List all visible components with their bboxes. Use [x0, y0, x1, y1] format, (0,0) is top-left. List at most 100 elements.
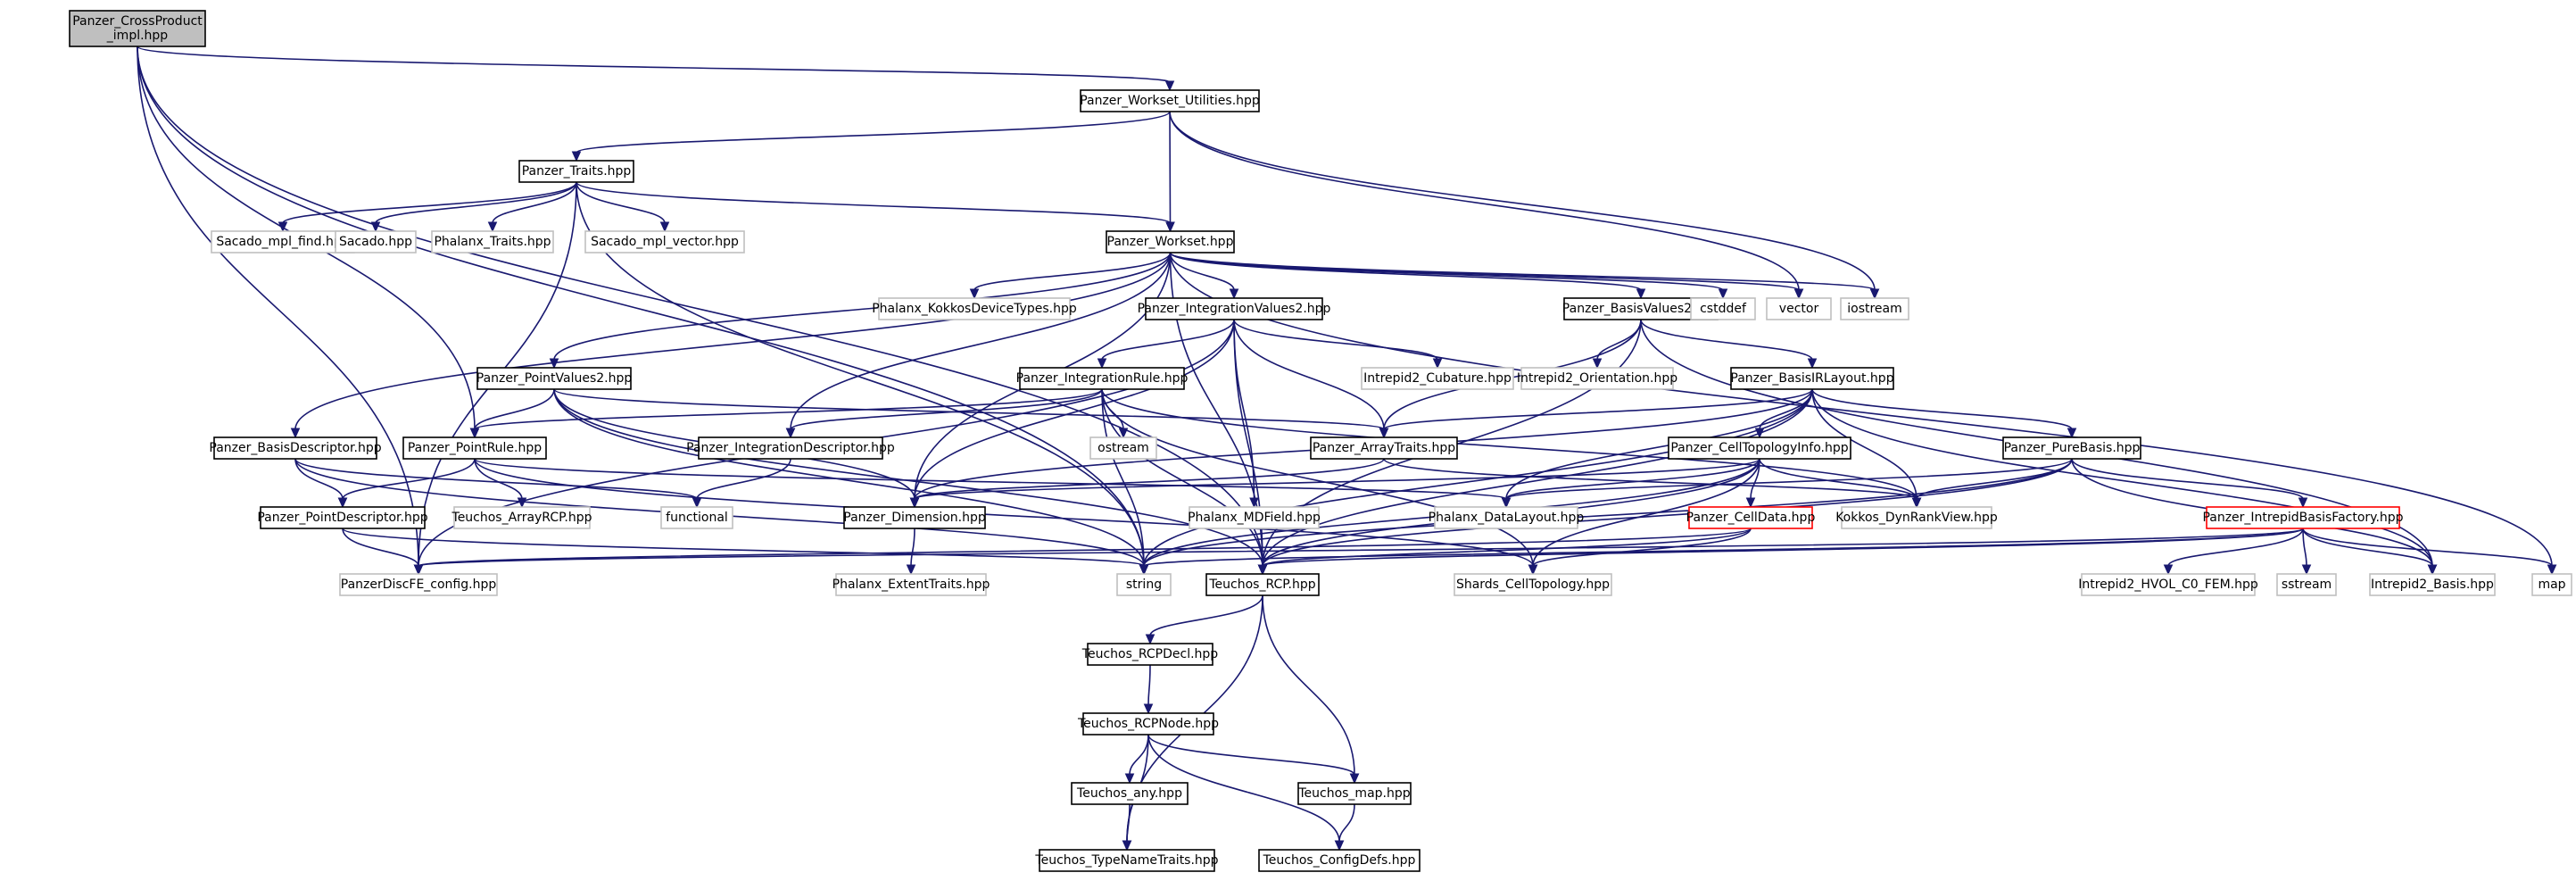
edge-teuchos_rcpnode-to-teuchos_map [1147, 734, 1360, 785]
node-teuchos-rcp[interactable]: Teuchos_RCP.hpp [1205, 573, 1320, 596]
node-box [1840, 297, 1909, 320]
node-box [660, 506, 733, 529]
node-label: Panzer_PointRule.hpp [408, 441, 542, 455]
node-ostream[interactable]: ostream [1089, 436, 1157, 460]
edge-line [1532, 528, 1752, 567]
node-vector[interactable]: vector [1766, 297, 1832, 320]
node-point-descriptor[interactable]: Panzer_PointDescriptor.hpp [257, 506, 428, 529]
node-teuchos-typename[interactable]: Teuchos_TypeNameTraits.hpp [1034, 849, 1219, 872]
edge-intrepid_bf-to-intrepid2_basis [2302, 528, 2438, 576]
node-intrepid2-basis[interactable]: Intrepid2_Basis.hpp [2369, 573, 2496, 596]
node-phalanx-traits[interactable]: Phalanx_Traits.hpp [431, 230, 554, 253]
node-basis-irlayout[interactable]: Panzer_BasisIRLayout.hpp [1730, 367, 1894, 390]
node-cstddef[interactable]: cstddef [1690, 297, 1756, 320]
node-box [2369, 573, 2496, 596]
node-sacado-find[interactable]: Sacado_mpl_find.hpp [211, 230, 355, 253]
node-label: Intrepid2_HVOL_C0_FEM.hpp [2078, 578, 2258, 592]
edge-line [1759, 458, 1918, 500]
node-label: ostream [1097, 441, 1149, 455]
edge-line [1505, 458, 1760, 500]
edge-intrepid_bf-to-teuchos_rcp [1257, 528, 2304, 576]
edge-arrowhead [2427, 564, 2438, 576]
node-label: Panzer_Traits.hpp [522, 164, 632, 179]
edge-arrowhead [1257, 564, 1268, 576]
edge-line [474, 388, 1103, 430]
node-sacado-vector[interactable]: Sacado_mpl_vector.hpp [584, 230, 745, 253]
node-box [584, 230, 745, 253]
node-root: Panzer_CrossProduct_impl.hpp [69, 10, 206, 47]
node-intrepid2-orientation[interactable]: Intrepid2_Orientation.hpp [1517, 367, 1677, 390]
node-point-rule[interactable]: Panzer_PointRule.hpp [402, 436, 547, 460]
edge-arrowhead [277, 221, 288, 233]
node-functional[interactable]: functional [660, 506, 733, 529]
node-label: Teuchos_RCPDecl.hpp [1081, 647, 1219, 661]
edge-basis_values2-to-intrepid2_orientation [1592, 319, 1642, 370]
node-box [1520, 367, 1674, 390]
edge-dimension-to-phalanx_extent [906, 528, 916, 576]
node-cell-topo-info[interactable]: Panzer_CellTopologyInfo.hpp [1668, 436, 1851, 460]
edge-line [342, 458, 476, 500]
edge-line [137, 46, 1171, 83]
node-intrepid2-cubature[interactable]: Intrepid2_Cubature.hpp [1361, 367, 1514, 390]
node-basis-descriptor[interactable]: Panzer_BasisDescriptor.hpp [209, 436, 382, 460]
node-intrepid-bf[interactable]: Panzer_IntrepidBasisFactory.hpp [2202, 506, 2404, 529]
node-phalanx-datalayout[interactable]: Phalanx_DataLayout.hpp [1429, 506, 1585, 529]
edge-line [1169, 111, 1800, 291]
node-iostream[interactable]: iostream [1840, 297, 1909, 320]
node-int-descriptor[interactable]: Panzer_IntegrationDescriptor.hpp [686, 436, 895, 460]
edge-line [137, 46, 1263, 567]
node-array-traits[interactable]: Panzer_ArrayTraits.hpp [1310, 436, 1458, 460]
node-intrepid2-hvol[interactable]: Intrepid2_HVOL_C0_FEM.hpp [2078, 573, 2258, 596]
node-box [1690, 297, 1756, 320]
node-kokkos-drv[interactable]: Kokkos_DynRankView.hpp [1835, 506, 1998, 529]
node-box [1145, 297, 1323, 320]
node-phalanx-kokkos-dt[interactable]: Phalanx_KokkosDeviceTypes.hpp [872, 297, 1077, 320]
node-dimension[interactable]: Panzer_Dimension.hpp [843, 506, 986, 529]
edge-arrowhead [1164, 80, 1175, 92]
node-teuchos-arrayrcp[interactable]: Teuchos_ArrayRCP.hpp [451, 506, 592, 529]
node-cell-data[interactable]: Panzer_CellData.hpp [1686, 506, 1816, 529]
node-workset-util[interactable]: Panzer_Workset_Utilities.hpp [1080, 89, 1260, 112]
node-int-values2[interactable]: Panzer_IntegrationValues2.hpp [1138, 297, 1331, 320]
node-box [1116, 573, 1172, 596]
edge-line [1338, 803, 1355, 843]
edge-line [1811, 388, 2433, 567]
node-int-rule[interactable]: Panzer_IntegrationRule.hpp [1016, 367, 1189, 390]
edge-workset_util-to-iostream [1169, 111, 1880, 300]
node-teuchos-configdefs[interactable]: Teuchos_ConfigDefs.hpp [1258, 849, 1421, 872]
edge-arrowhead [290, 428, 301, 439]
node-box [69, 10, 206, 47]
node-sacado[interactable]: Sacado.hpp [335, 230, 417, 253]
node-label: sstream [2282, 578, 2332, 592]
edge-arrowhead [1793, 288, 1804, 300]
node-teuchos-rcpnode[interactable]: Teuchos_RCPNode.hpp [1077, 712, 1219, 736]
node-teuchos-rcpdecl[interactable]: Teuchos_RCPDecl.hpp [1081, 643, 1219, 666]
edge-int_values2-to-intrepid2_cubature [1233, 319, 1443, 370]
edge-line [2302, 528, 2433, 567]
node-teuchos-map[interactable]: Teuchos_map.hpp [1297, 782, 1412, 805]
edge-root-to-teuchos_rcp [137, 46, 1268, 576]
edge-line [294, 458, 344, 500]
node-teuchos-any[interactable]: Teuchos_any.hpp [1071, 782, 1189, 805]
edge-workset_util-to-traits [571, 111, 1171, 162]
node-workset[interactable]: Panzer_Workset.hpp [1106, 230, 1235, 253]
node-box [518, 160, 634, 183]
node-phalanx-extent[interactable]: Phalanx_ExtentTraits.hpp [832, 573, 990, 596]
node-box [1361, 367, 1514, 390]
node-phalanx-mdfield[interactable]: Phalanx_MDField.hpp [1188, 506, 1321, 529]
node-discfe-config[interactable]: PanzerDiscFE_config.hpp [339, 573, 498, 596]
node-traits[interactable]: Panzer_Traits.hpp [518, 160, 634, 183]
node-sstream[interactable]: sstream [2276, 573, 2337, 596]
edge-line [2302, 528, 2553, 567]
edge-arrowhead [2067, 428, 2077, 439]
edge-intrepid_bf-to-sstream [2301, 528, 2312, 576]
node-string[interactable]: string [1116, 573, 1172, 596]
edge-basis_values2-to-basis_irlayout [1640, 319, 1818, 370]
edge-arrowhead [1745, 497, 1756, 509]
node-pure-basis[interactable]: Panzer_PureBasis.hpp [2002, 436, 2141, 460]
edge-arrowhead [1229, 288, 1239, 300]
node-shards-ct[interactable]: Shards_CellTopology.hpp [1454, 573, 1612, 596]
node-point-values2[interactable]: Panzer_PointValues2.hpp [476, 367, 633, 390]
node-label: cstddef [1700, 302, 1747, 316]
node-map[interactable]: map [2531, 573, 2572, 596]
